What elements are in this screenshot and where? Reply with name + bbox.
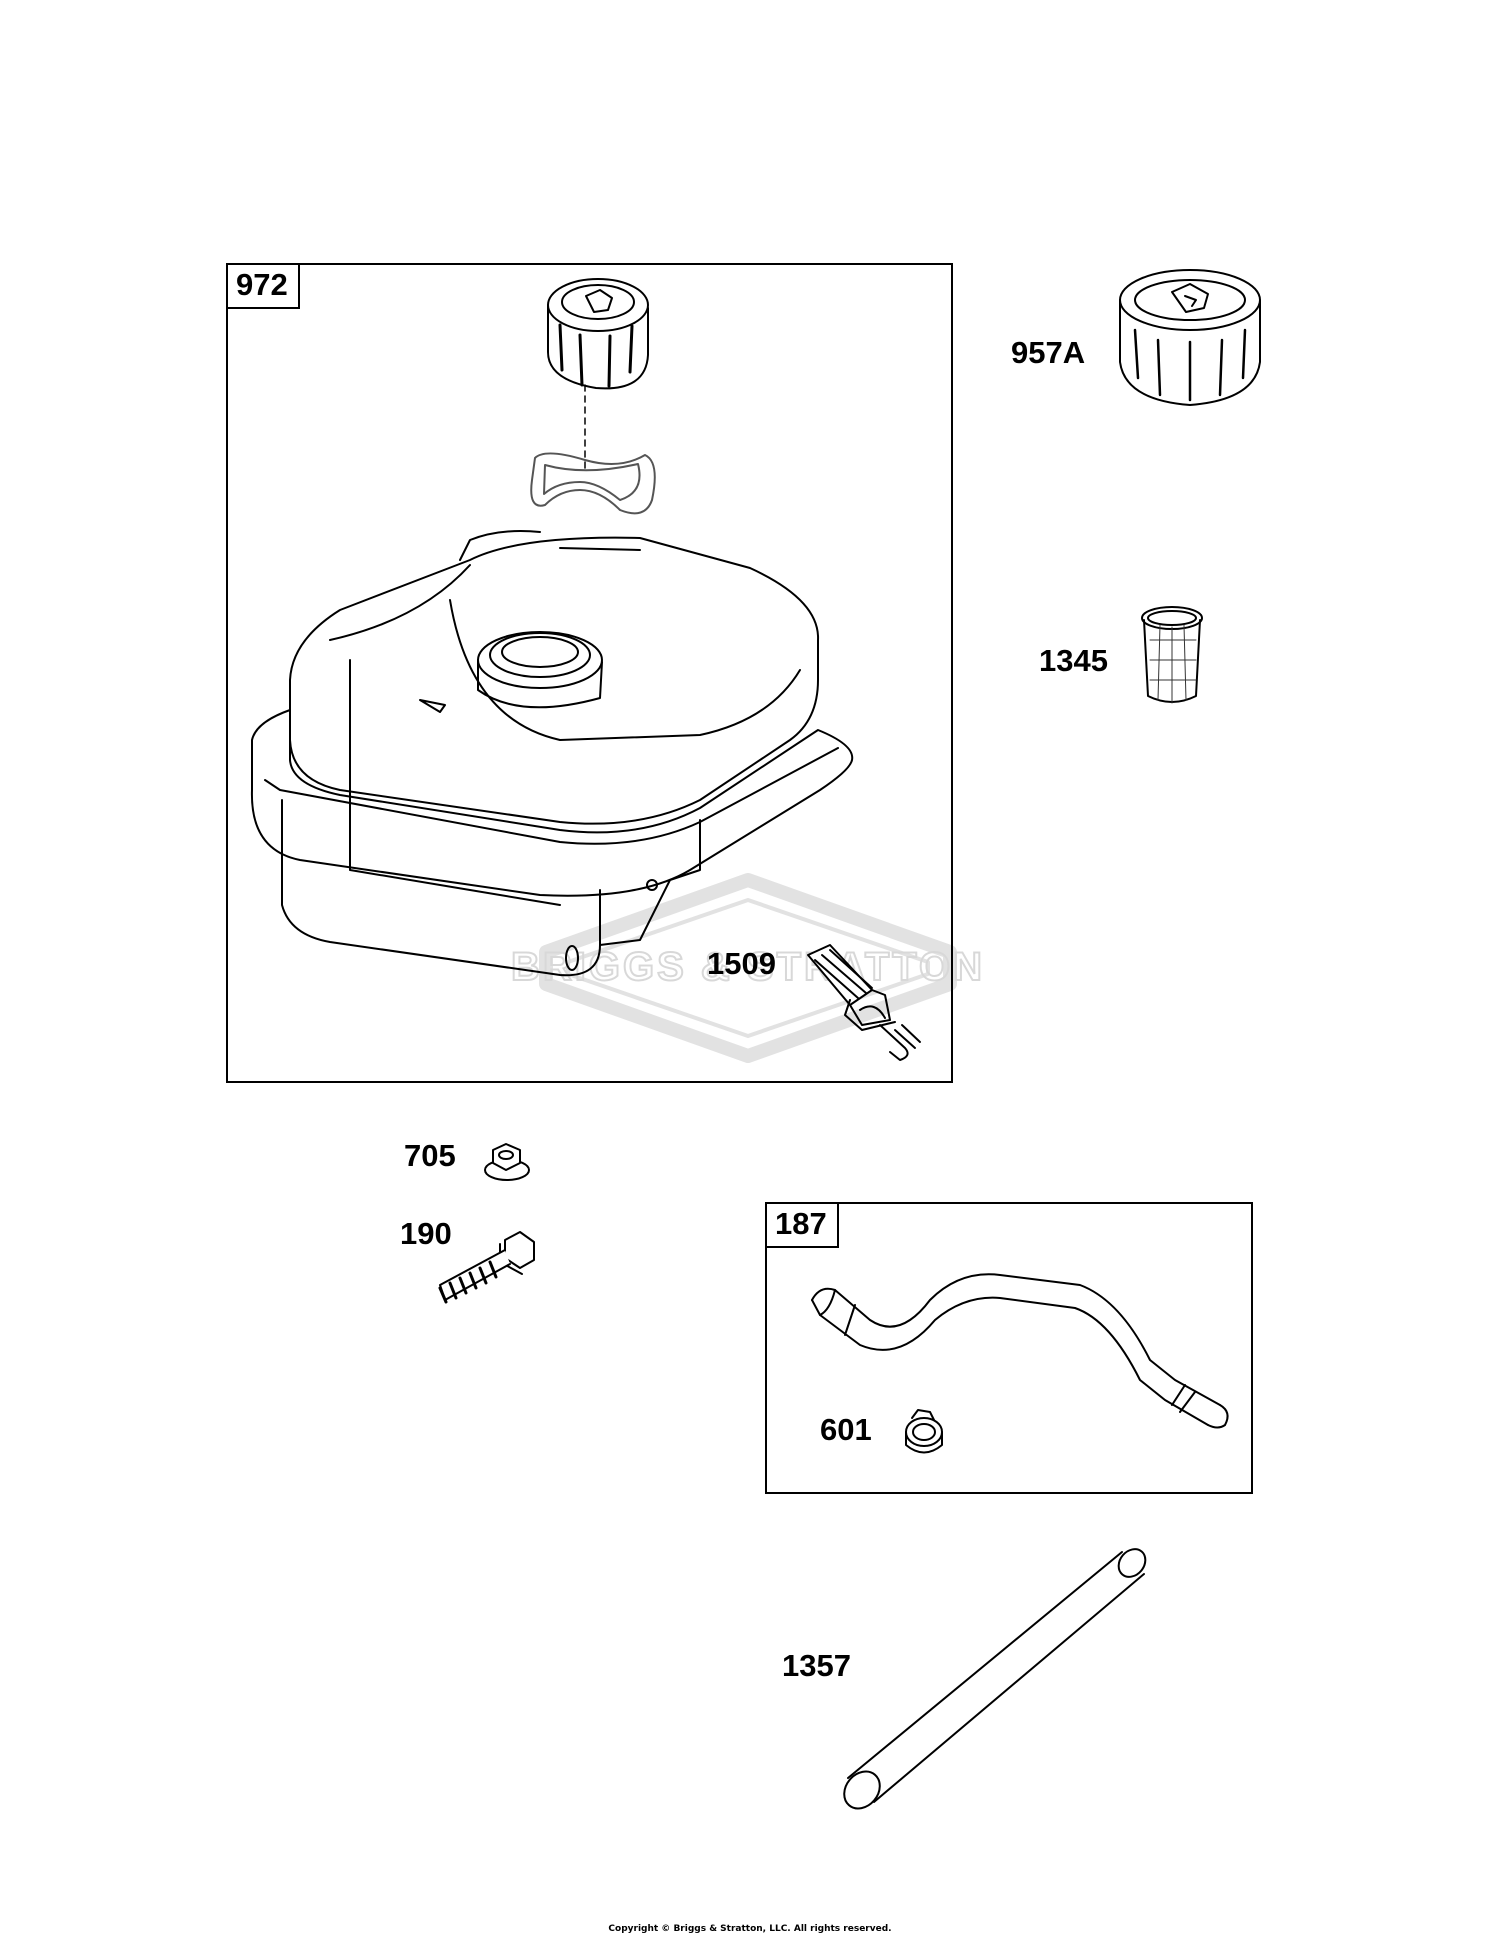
kit-box-187: 187 [765, 1202, 1253, 1494]
part-label-190: 190 [400, 1216, 452, 1251]
part-label-1509: 1509 [707, 946, 776, 981]
fuel-tank-icon [250, 530, 854, 977]
part-label-957A: 957A [1011, 335, 1086, 370]
kit-label-187: 187 [767, 1204, 839, 1248]
bolt-icon [438, 1231, 535, 1304]
fuel-shutoff-valve-icon [807, 944, 921, 1061]
kit-label-972: 972 [228, 265, 300, 309]
cap-gasket-icon [530, 452, 656, 515]
watermark-text: BRIGGS & STRATTON [511, 945, 985, 989]
part-label-705: 705 [404, 1138, 456, 1173]
fuel-line-icon [811, 1273, 1229, 1429]
part-label-1357: 1357 [782, 1648, 851, 1683]
copyright-footer: Copyright © Briggs & Stratton, LLC. All … [608, 1924, 892, 1934]
hose-clamp-icon [905, 1409, 943, 1454]
fuel-cap-icon [547, 278, 649, 390]
fuel-strainer-icon [1141, 606, 1203, 704]
tube-icon [843, 1548, 1147, 1810]
fuel-cap-icon [1119, 269, 1261, 406]
part-label-601: 601 [820, 1412, 872, 1447]
kit-box-972: 972 [226, 263, 953, 1083]
flange-nut-icon [484, 1143, 530, 1181]
part-label-1345: 1345 [1039, 643, 1108, 678]
